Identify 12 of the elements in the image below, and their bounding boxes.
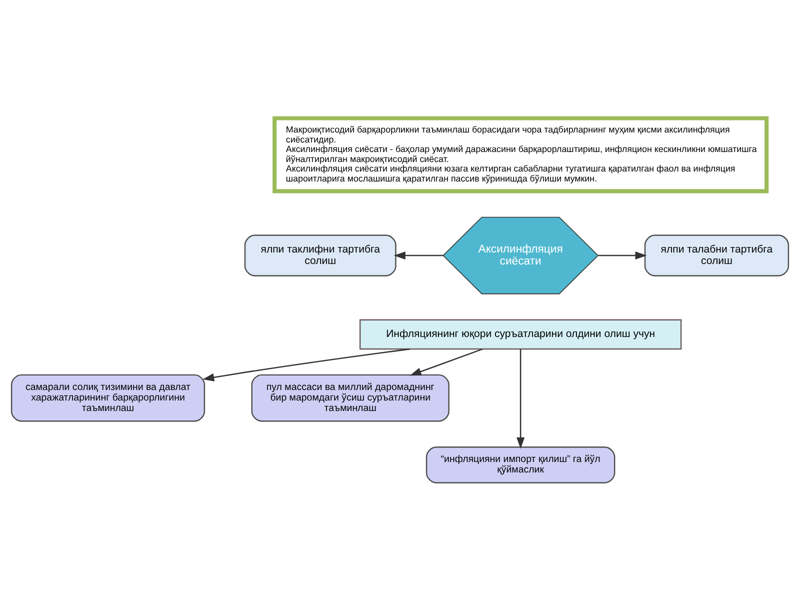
node-box: ялпи таклифни тартибга солиш — [244, 234, 396, 276]
arrow — [516, 348, 525, 448]
node-box: пул массаси ва миллий даромаднинг бир маромдаги ўсиш суръатларини таъминлаш — [251, 374, 450, 422]
node-box: Макроиқтисодий барқарорликни таъминлаш борасидаги чора тадбирларнинг муҳим қисми аксилинфляция сиёсатидир. Аксилинфляция сиёсати - баҳолар умумий даражасини барқарорлаштириш, инфляцион кескинликни юмшатишга йўналтирилган макроиқтисодий сиёсат. Аксилинфляция сиёсати инфляцияни юзага келтирган сабабларни тугатишга қаратилган фаол ва инфляция шароитларига мослашишга қаратилган пассив кўринишда бўлиши мумкин. — [272, 116, 769, 193]
node-box: “инфляцияни импорт қилиш” га йўл қўймаслик — [426, 446, 616, 483]
arrow — [202, 348, 410, 381]
arrow — [410, 348, 483, 376]
arrow — [394, 250, 444, 260]
node-box: ялпи талабни тартибга солиш — [644, 234, 790, 276]
node-box: Инфляциянинг юқори суръатларини олдини олиш учун — [359, 318, 682, 350]
arrow — [598, 250, 647, 260]
node-box: самарали солиқ тизимини ва давлат харажатларининг барқарорлигини таъминлаш — [10, 374, 206, 422]
